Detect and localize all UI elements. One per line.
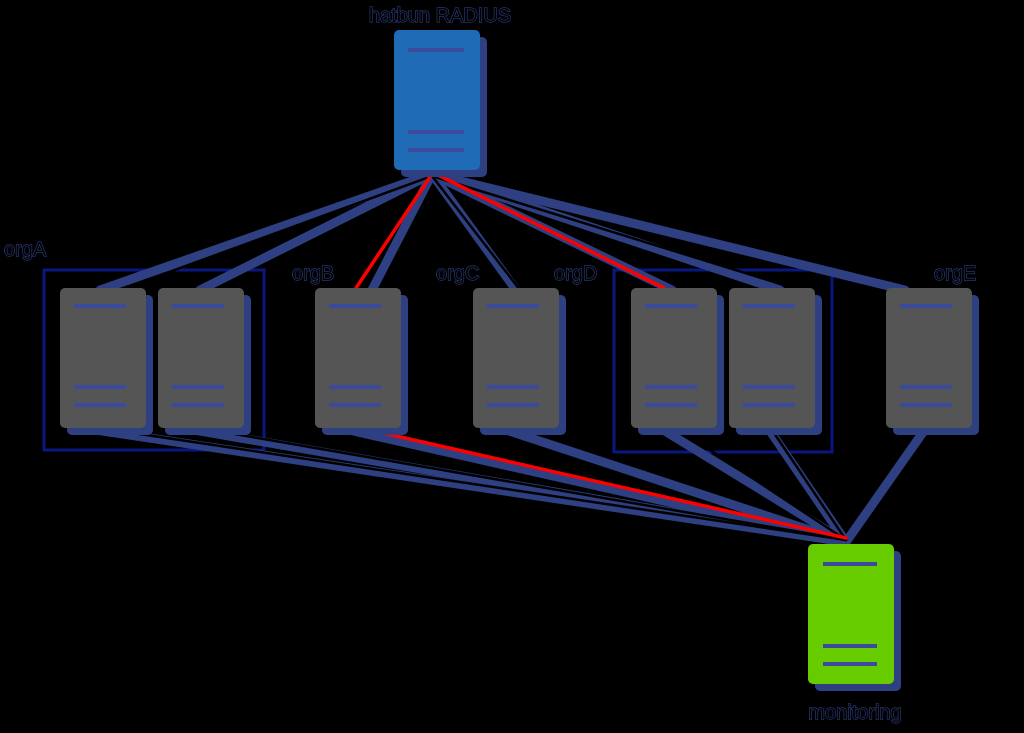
radius-server-slot-icon	[408, 130, 464, 134]
labels: hatbun RADIUS orgA orgB orgC orgD orgE m…	[3, 4, 976, 724]
server-slot-icon	[172, 385, 224, 389]
server-slot-icon	[900, 304, 952, 308]
monitoring-server-label: monitoring	[808, 702, 901, 724]
server-body	[886, 288, 972, 428]
server-body	[631, 288, 717, 428]
link-radius-orgb	[367, 169, 437, 295]
link-monitor-orge	[841, 423, 931, 547]
radius-server-slot-icon	[408, 48, 464, 52]
orgd-server-2[interactable]	[729, 288, 822, 435]
server-slot-icon	[487, 403, 539, 407]
orge-server[interactable]	[886, 288, 979, 435]
server-slot-icon	[329, 403, 381, 407]
server-slot-icon	[74, 304, 126, 308]
server-slot-icon	[743, 403, 795, 407]
link-radius-orge	[427, 169, 910, 295]
link-bottom-dark-3	[678, 428, 848, 542]
link-top-dark-2	[430, 174, 522, 292]
server-slot-icon	[172, 403, 224, 407]
link-bottom-dark-1	[98, 426, 848, 542]
link-top-dark-1	[118, 174, 434, 292]
orgd-server-1[interactable]	[631, 288, 724, 435]
server-slot-icon	[645, 385, 697, 389]
radius-server[interactable]	[394, 30, 487, 177]
orga-server-2[interactable]	[158, 288, 251, 435]
server-slot-icon	[743, 385, 795, 389]
server-slot-icon	[172, 304, 224, 308]
server-slot-icon	[743, 304, 795, 308]
server-body	[729, 288, 815, 428]
link-monitor-orgb-highlight	[350, 424, 848, 540]
orge-label: orgE	[934, 263, 976, 285]
link-radius-orga-1	[95, 169, 437, 295]
server-body	[315, 288, 401, 428]
link-bottom-dark-4	[770, 428, 848, 542]
link-monitor-orgc	[495, 423, 851, 547]
link-monitor-orgd-1	[655, 423, 851, 547]
link-radius-orgb-highlight	[354, 172, 434, 290]
server-body	[60, 288, 146, 428]
radius-server-body	[394, 30, 480, 170]
server-body	[158, 288, 244, 428]
link-radius-orga-2	[195, 169, 437, 295]
orgc-label: orgC	[436, 263, 479, 285]
orga-server-1[interactable]	[60, 288, 153, 435]
server-slot-icon	[329, 385, 381, 389]
server-slot-icon	[487, 385, 539, 389]
monitoring-server-slot-icon	[823, 644, 877, 648]
monitoring-server[interactable]	[808, 544, 901, 691]
link-bottom-dark-2	[198, 426, 848, 542]
orga-label: orgA	[4, 239, 47, 261]
orgb-label: orgB	[292, 263, 334, 285]
radius-server-label: hatbun RADIUS	[369, 5, 511, 27]
server-slot-icon	[900, 403, 952, 407]
server-slot-icon	[900, 385, 952, 389]
orgb-server[interactable]	[315, 288, 408, 435]
server-slot-icon	[74, 403, 126, 407]
server-slot-icon	[74, 385, 126, 389]
link-top-dark-3	[430, 174, 802, 292]
orgd-label: orgD	[554, 263, 597, 285]
links-bottom	[77, 423, 931, 547]
link-monitor-orgb	[335, 423, 851, 547]
server-slot-icon	[645, 304, 697, 308]
radius-server-slot-icon	[408, 148, 464, 152]
org-servers	[60, 288, 979, 435]
link-monitor-orgd-2	[763, 423, 851, 547]
link-radius-orgd-highlight	[434, 172, 666, 290]
server-body	[473, 288, 559, 428]
server-slot-icon	[645, 403, 697, 407]
monitoring-server-slot-icon	[823, 562, 877, 566]
monitoring-server-slot-icon	[823, 662, 877, 666]
server-slot-icon	[487, 304, 539, 308]
links-top	[95, 169, 910, 295]
orgc-server[interactable]	[473, 288, 566, 435]
server-slot-icon	[329, 304, 381, 308]
monitoring-server-body	[808, 544, 894, 684]
